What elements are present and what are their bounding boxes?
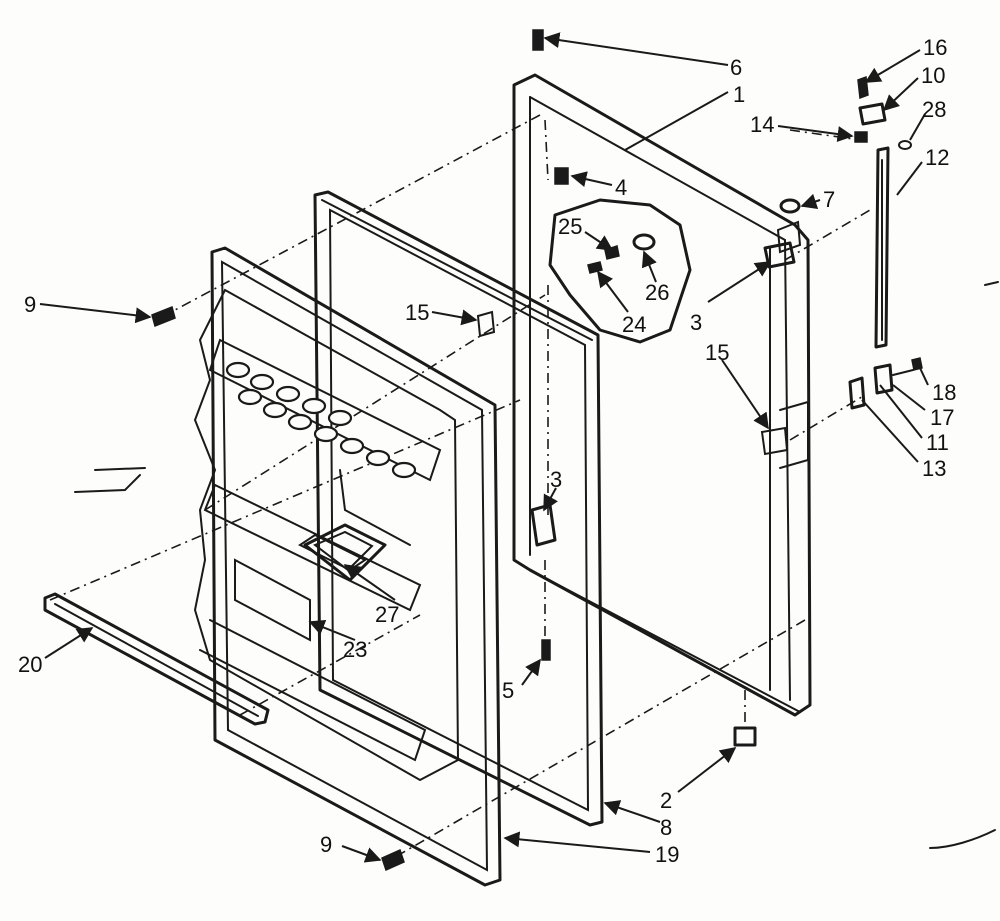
- callout-20: 20: [18, 652, 42, 677]
- callout-24: 24: [622, 312, 646, 337]
- alignment-lines: [49, 114, 871, 861]
- callout-28: 28: [922, 97, 946, 122]
- callout-1: 1: [733, 82, 745, 107]
- callout-13: 13: [922, 456, 946, 481]
- callout-10: 10: [921, 63, 945, 88]
- callout-23: 23: [343, 637, 367, 662]
- callout-6: 6: [730, 55, 742, 80]
- egg-cups: [225, 361, 417, 479]
- fasteners: [151, 29, 801, 872]
- cutaway-detail: [548, 198, 692, 344]
- callout-8: 8: [660, 815, 672, 840]
- callout-9-lower: 9: [320, 832, 332, 857]
- outer-door-panel: [512, 73, 812, 717]
- inner-door-liner: [193, 246, 502, 887]
- butter-door: [303, 523, 387, 582]
- callout-3-lower: 3: [550, 467, 562, 492]
- callout-15-left: 15: [405, 300, 429, 325]
- callout-25: 25: [558, 214, 582, 239]
- callout-7: 7: [823, 187, 835, 212]
- callout-16: 16: [923, 35, 947, 60]
- callout-12: 12: [925, 145, 949, 170]
- callout-18: 18: [932, 380, 956, 405]
- stray-marks: [74, 281, 999, 849]
- callout-3-upper: 3: [690, 310, 702, 335]
- callout-14: 14: [750, 112, 774, 137]
- callout-19: 19: [655, 842, 679, 867]
- callout-labels: 6 1 4 7 3 15 16 10 28 14 12 18 17 11 13 …: [18, 35, 956, 867]
- callout-2: 2: [660, 788, 672, 813]
- callout-17: 17: [930, 405, 954, 430]
- callout-9-upper: 9: [24, 292, 36, 317]
- callout-15-right: 15: [705, 340, 729, 365]
- hinge-hardware: [476, 75, 923, 547]
- leader-lines: [39, 32, 929, 863]
- callout-11: 11: [926, 430, 949, 455]
- door-gasket: [313, 190, 604, 827]
- callout-26: 26: [645, 280, 669, 305]
- callout-4: 4: [615, 175, 627, 200]
- shelf-rail: [43, 592, 270, 726]
- callout-27: 27: [375, 602, 399, 627]
- callout-5: 5: [502, 678, 514, 703]
